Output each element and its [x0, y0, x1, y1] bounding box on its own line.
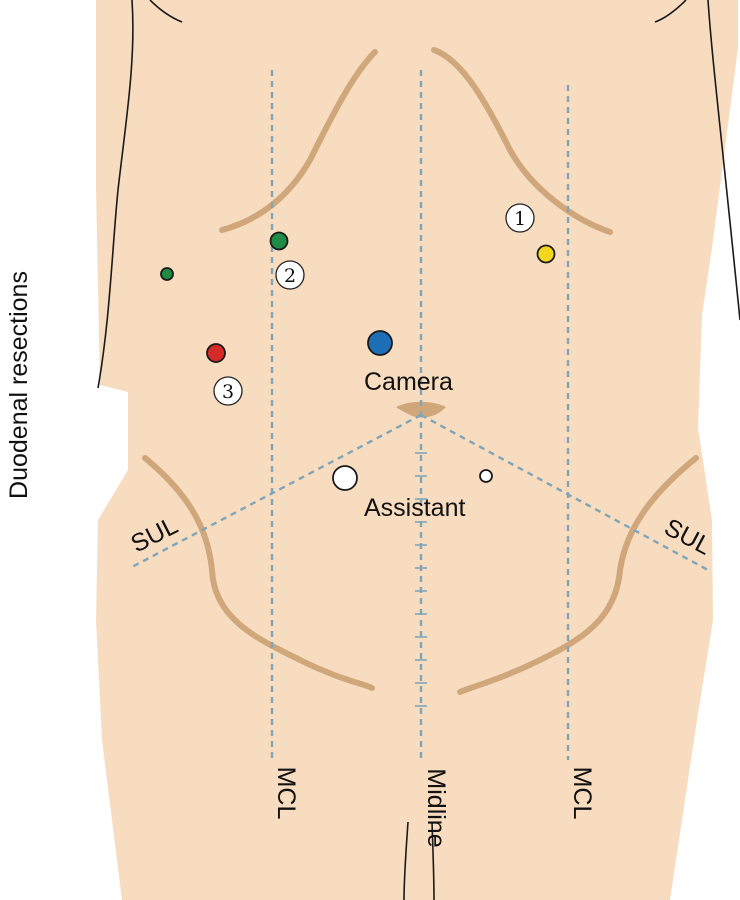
port-arm-1 [536, 244, 556, 264]
svg-text:2: 2 [284, 265, 296, 287]
navel [396, 401, 446, 418]
left-hip-contour [142, 455, 375, 691]
port-accessory-green [160, 267, 174, 281]
torso-silhouette [96, 0, 738, 900]
midline-label: Midline [422, 768, 450, 847]
groin-outline [403, 821, 435, 900]
left-armpit-outline [149, 0, 183, 23]
port-number-3: 3 [213, 376, 243, 406]
left-costal-margin [219, 49, 378, 233]
port-number-2: 2 [275, 260, 305, 290]
port-arm-3 [206, 343, 226, 363]
port-camera [367, 330, 393, 356]
right-hip-contour [457, 455, 699, 695]
port-assistant [332, 465, 358, 491]
midline-ticks [415, 452, 427, 707]
camera-label: Camera [364, 368, 453, 396]
side-title: Duodenal resections [5, 271, 33, 499]
svg-text:3: 3 [222, 381, 234, 403]
left-arm-outline [97, 0, 134, 389]
port-number-1: 1 [505, 203, 535, 233]
right-arm-outline [707, 0, 740, 321]
port-arm-2 [269, 231, 289, 251]
assistant-label: Assistant [364, 494, 465, 522]
port-accessory-small [479, 469, 493, 483]
right-armpit-outline [654, 0, 687, 23]
mcl-left-label: MCL [272, 767, 300, 820]
svg-text:1: 1 [514, 208, 526, 230]
right-costal-margin [431, 47, 613, 235]
mcl-right-label: MCL [568, 767, 596, 820]
